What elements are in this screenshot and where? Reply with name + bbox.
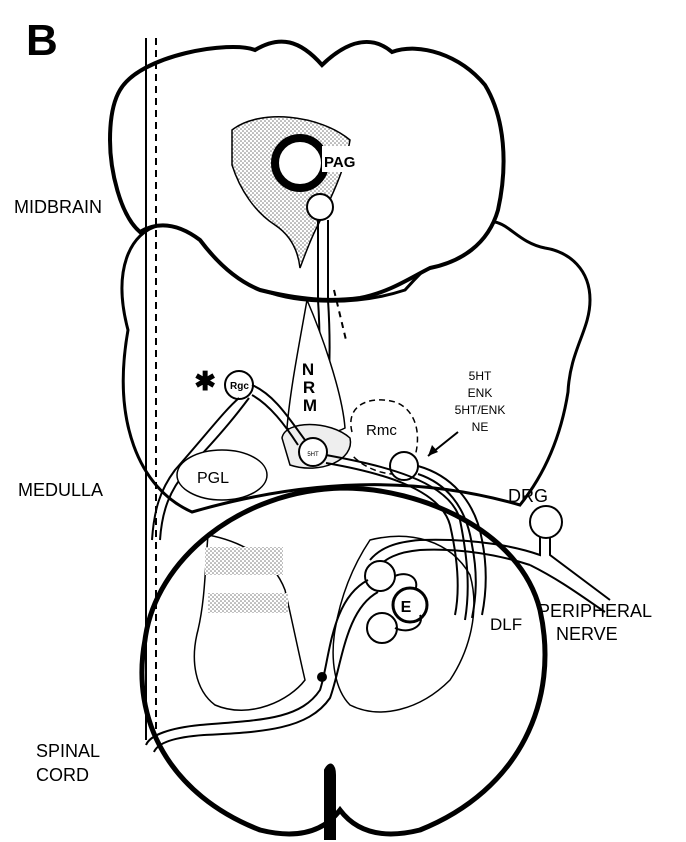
label-pag: PAG bbox=[324, 154, 355, 171]
dorsal-horn-stipple-1 bbox=[205, 547, 283, 575]
label-rmc: Rmc bbox=[366, 422, 397, 439]
transmitter-5ht-enk: 5HT/ENK bbox=[455, 403, 506, 417]
label-rgc: Rgc bbox=[230, 381, 249, 392]
label-midbrain: MIDBRAIN bbox=[14, 197, 102, 217]
dorsal-horn-neuron-1 bbox=[365, 561, 395, 591]
label-medulla: MEDULLA bbox=[18, 480, 103, 500]
label-peripheral: PERIPHERAL bbox=[538, 601, 652, 621]
transmitter-5ht: 5HT bbox=[469, 369, 492, 383]
label-nrm-r: R bbox=[303, 378, 315, 397]
label-drg: DRG bbox=[508, 486, 548, 506]
label-nerve: NERVE bbox=[556, 624, 618, 644]
asterisk-mark: ✱ bbox=[194, 366, 216, 396]
panel-letter: B bbox=[26, 16, 58, 65]
rmc-neuron bbox=[390, 452, 418, 480]
dorsal-horn-stipple-2 bbox=[208, 593, 288, 613]
afferent-peripheral-a bbox=[550, 537, 610, 600]
label-nrm-n: N bbox=[302, 360, 314, 379]
label-nrm-m: M bbox=[303, 396, 317, 415]
label-5ht-cell: 5HT bbox=[307, 452, 319, 458]
transmitter-ne: NE bbox=[472, 420, 489, 434]
spinal-cord-outline bbox=[142, 488, 545, 834]
ventral-fissure bbox=[325, 765, 335, 840]
drg-neuron bbox=[530, 506, 562, 538]
label-cord: CORD bbox=[36, 765, 89, 785]
transmitter-enk: ENK bbox=[468, 386, 493, 400]
pag-neuron bbox=[307, 194, 333, 220]
label-spinal: SPINAL bbox=[36, 741, 100, 761]
label-pgl: PGL bbox=[197, 470, 229, 487]
label-e-cell: E bbox=[401, 599, 412, 616]
label-dlf: DLF bbox=[490, 615, 522, 634]
aqueduct bbox=[275, 138, 325, 188]
dorsal-horn-neuron-2 bbox=[367, 613, 397, 643]
